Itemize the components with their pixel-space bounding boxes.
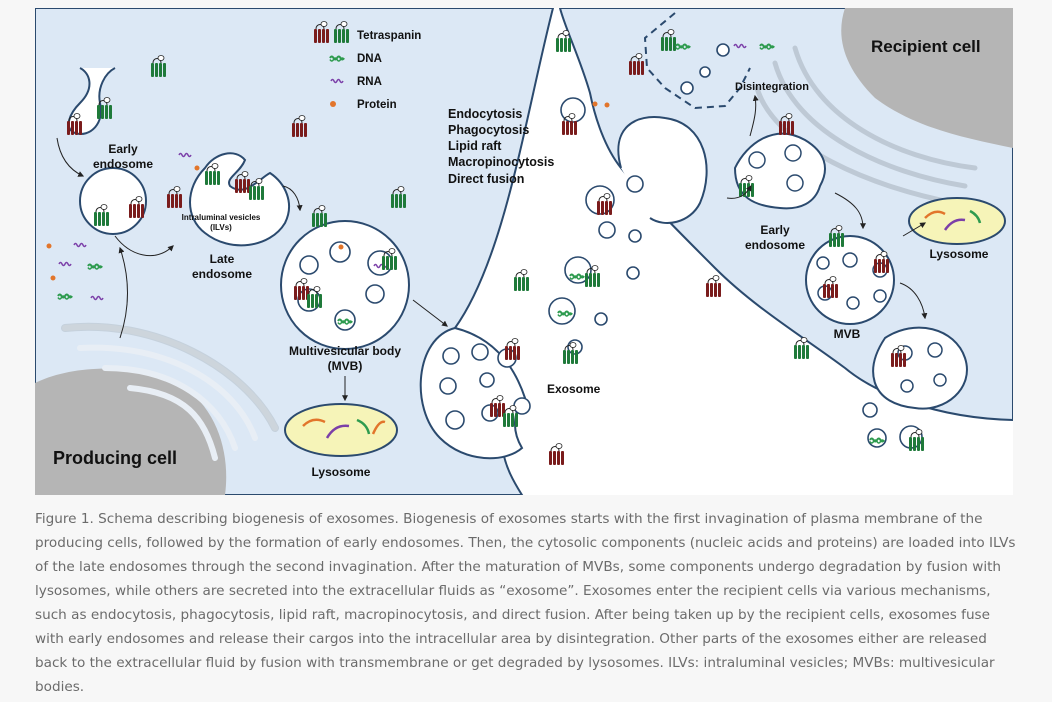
mvb-recipient [805, 235, 895, 325]
label-early-endosome-line2: endosome [93, 157, 153, 171]
legend-rna: RNA [357, 76, 382, 88]
label-recipient-early-endosome-line2: endosome [745, 238, 805, 252]
label-mvb-line2: (MVB) [328, 359, 363, 373]
recipient-release-compartment [872, 326, 968, 410]
label-ilv-line2: (ILVs) [210, 223, 232, 232]
label-disintegration: Disintegration [735, 81, 809, 93]
disintegrating-vesicle [643, 12, 751, 110]
label-recipient-cell: Recipient cell [871, 37, 981, 56]
pathway-arrows [56, 94, 928, 402]
early-endosome-producing [79, 167, 147, 235]
endoplasmic-reticulum [61, 322, 279, 461]
legend-tetraspanin: Tetraspanin [357, 30, 421, 42]
label-early-endosome-line1: Early [108, 142, 138, 156]
figure-caption: Figure 1. Schema describing biogenesis o… [35, 511, 1016, 695]
label-mvb-recipient: MVB [834, 327, 861, 341]
recipient-endoplasmic-reticulum [754, 45, 978, 206]
legend-dna: DNA [357, 53, 382, 65]
label-mvb-line1: Multivesicular body [289, 344, 401, 358]
label-lysosome-producing: Lysosome [312, 465, 371, 479]
recipient-cell-nucleus [841, 8, 1013, 148]
label-ilv-line1: Intraluminal vesicles [182, 213, 261, 222]
mechanism-endocytosis: Endocytosis [448, 107, 522, 121]
mechanism-lipid-raft: Lipid raft [448, 139, 502, 153]
exosome-biogenesis-figure: Early endosome Intraluminal vesicles (IL… [35, 8, 1013, 495]
mechanism-macropinocytosis: Macropinocytosis [448, 155, 554, 169]
label-late-endosome-line2: endosome [192, 267, 252, 281]
uptake-invagination [617, 116, 708, 224]
label-producing-cell: Producing cell [53, 448, 177, 468]
label-recipient-early-endosome-line1: Early [760, 223, 790, 237]
label-exosome: Exosome [547, 382, 601, 396]
mechanism-direct-fusion: Direct fusion [448, 172, 524, 186]
label-late-endosome-line1: Late [210, 252, 235, 266]
uptake-mechanisms-list: Endocytosis Phagocytosis Lipid raft Macr… [448, 107, 554, 186]
mechanism-phagocytosis: Phagocytosis [448, 123, 529, 137]
cytosolic-cargo [46, 242, 104, 301]
legend: Tetraspanin DNA RNA Protein [313, 21, 421, 111]
legend-protein: Protein [357, 99, 397, 111]
diagram-canvas: Early endosome Intraluminal vesicles (IL… [35, 8, 1013, 495]
lysosome-producing [284, 403, 398, 457]
label-lysosome-recipient: Lysosome [930, 247, 989, 261]
early-endosome-recipient-vesicles [748, 144, 804, 192]
disintegrating-vesicle-contents [680, 43, 730, 95]
